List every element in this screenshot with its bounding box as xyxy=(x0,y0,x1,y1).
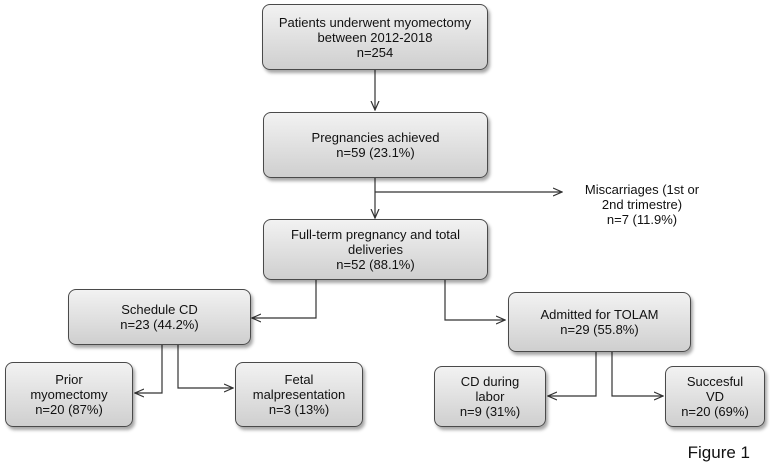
node-fetal-line-3: n=3 (13%) xyxy=(268,402,330,417)
node-pregnancies-line-2: n=59 (23.1%) xyxy=(336,145,415,160)
node-prior-myomectomy: Prior myomectomy n=20 (87%) xyxy=(5,362,133,427)
node-tolam: Admitted for TOLAM n=29 (55.8%) xyxy=(508,292,691,352)
node-successful-vd: Succesful VD n=20 (69%) xyxy=(665,366,765,427)
node-fullterm: Full-term pregnancy and total deliveries… xyxy=(263,219,488,280)
node-miscarriages-line-2: 2nd trimestre) xyxy=(601,197,683,212)
node-cd-labor-line-2: labor xyxy=(475,389,505,404)
arrow-fullterm-to-tolam xyxy=(444,280,505,320)
node-fetal-line-1: Fetal xyxy=(284,372,314,387)
arrow-fullterm-to-schedule-cd xyxy=(252,280,317,318)
node-schedule-cd: Schedule CD n=23 (44.2%) xyxy=(68,289,251,345)
node-miscarriages-line-1: Miscarriages (1st or xyxy=(584,182,700,197)
node-fullterm-line-1: Full-term pregnancy and total xyxy=(290,227,461,242)
node-fetal-malpresentation: Fetal malpresentation n=3 (13%) xyxy=(235,362,363,427)
node-prior-line-2: myomectomy xyxy=(30,387,108,402)
node-vd-line-1: Succesful xyxy=(686,374,744,389)
arrow-schedule-to-fetal xyxy=(177,345,233,388)
arrow-tolam-to-cd-labor xyxy=(548,352,597,396)
node-tolam-line-2: n=29 (55.8%) xyxy=(560,322,639,337)
node-fetal-line-2: malpresentation xyxy=(252,387,346,402)
node-patients-line-1: Patients underwent myomectomy xyxy=(278,14,472,30)
arrow-tolam-to-vd xyxy=(611,352,663,396)
node-fullterm-line-2: deliveries xyxy=(348,242,403,257)
node-patients-line-2: between 2012-2018 xyxy=(317,29,433,45)
node-pregnancies-line-1: Pregnancies achieved xyxy=(311,130,440,145)
node-patients: Patients underwent myomectomy between 20… xyxy=(262,4,488,70)
node-prior-line-3: n=20 (87%) xyxy=(35,402,103,417)
node-schedule-cd-line-2: n=23 (44.2%) xyxy=(120,317,199,332)
node-prior-line-1: Prior xyxy=(55,372,83,387)
node-vd-line-2: VD xyxy=(705,389,725,404)
figure-caption: Figure 1 xyxy=(687,443,750,462)
node-fullterm-line-3: n=52 (88.1%) xyxy=(336,257,415,272)
node-schedule-cd-line-1: Schedule CD xyxy=(121,302,198,317)
node-pregnancies: Pregnancies achieved n=59 (23.1%) xyxy=(263,112,488,178)
node-cd-labor-line-3: n=9 (31%) xyxy=(459,404,521,419)
node-vd-line-3: n=20 (69%) xyxy=(681,404,749,419)
node-miscarriages-line-3: n=7 (11.9%) xyxy=(606,212,678,227)
node-cd-during-labor: CD during labor n=9 (31%) xyxy=(434,366,546,427)
node-tolam-line-1: Admitted for TOLAM xyxy=(540,307,659,322)
node-patients-line-3: n=254 xyxy=(356,44,394,60)
arrow-schedule-to-prior xyxy=(135,345,163,393)
node-miscarriages: Miscarriages (1st or 2nd trimestre) n=7 … xyxy=(572,182,712,227)
node-cd-labor-line-1: CD during xyxy=(460,374,520,389)
